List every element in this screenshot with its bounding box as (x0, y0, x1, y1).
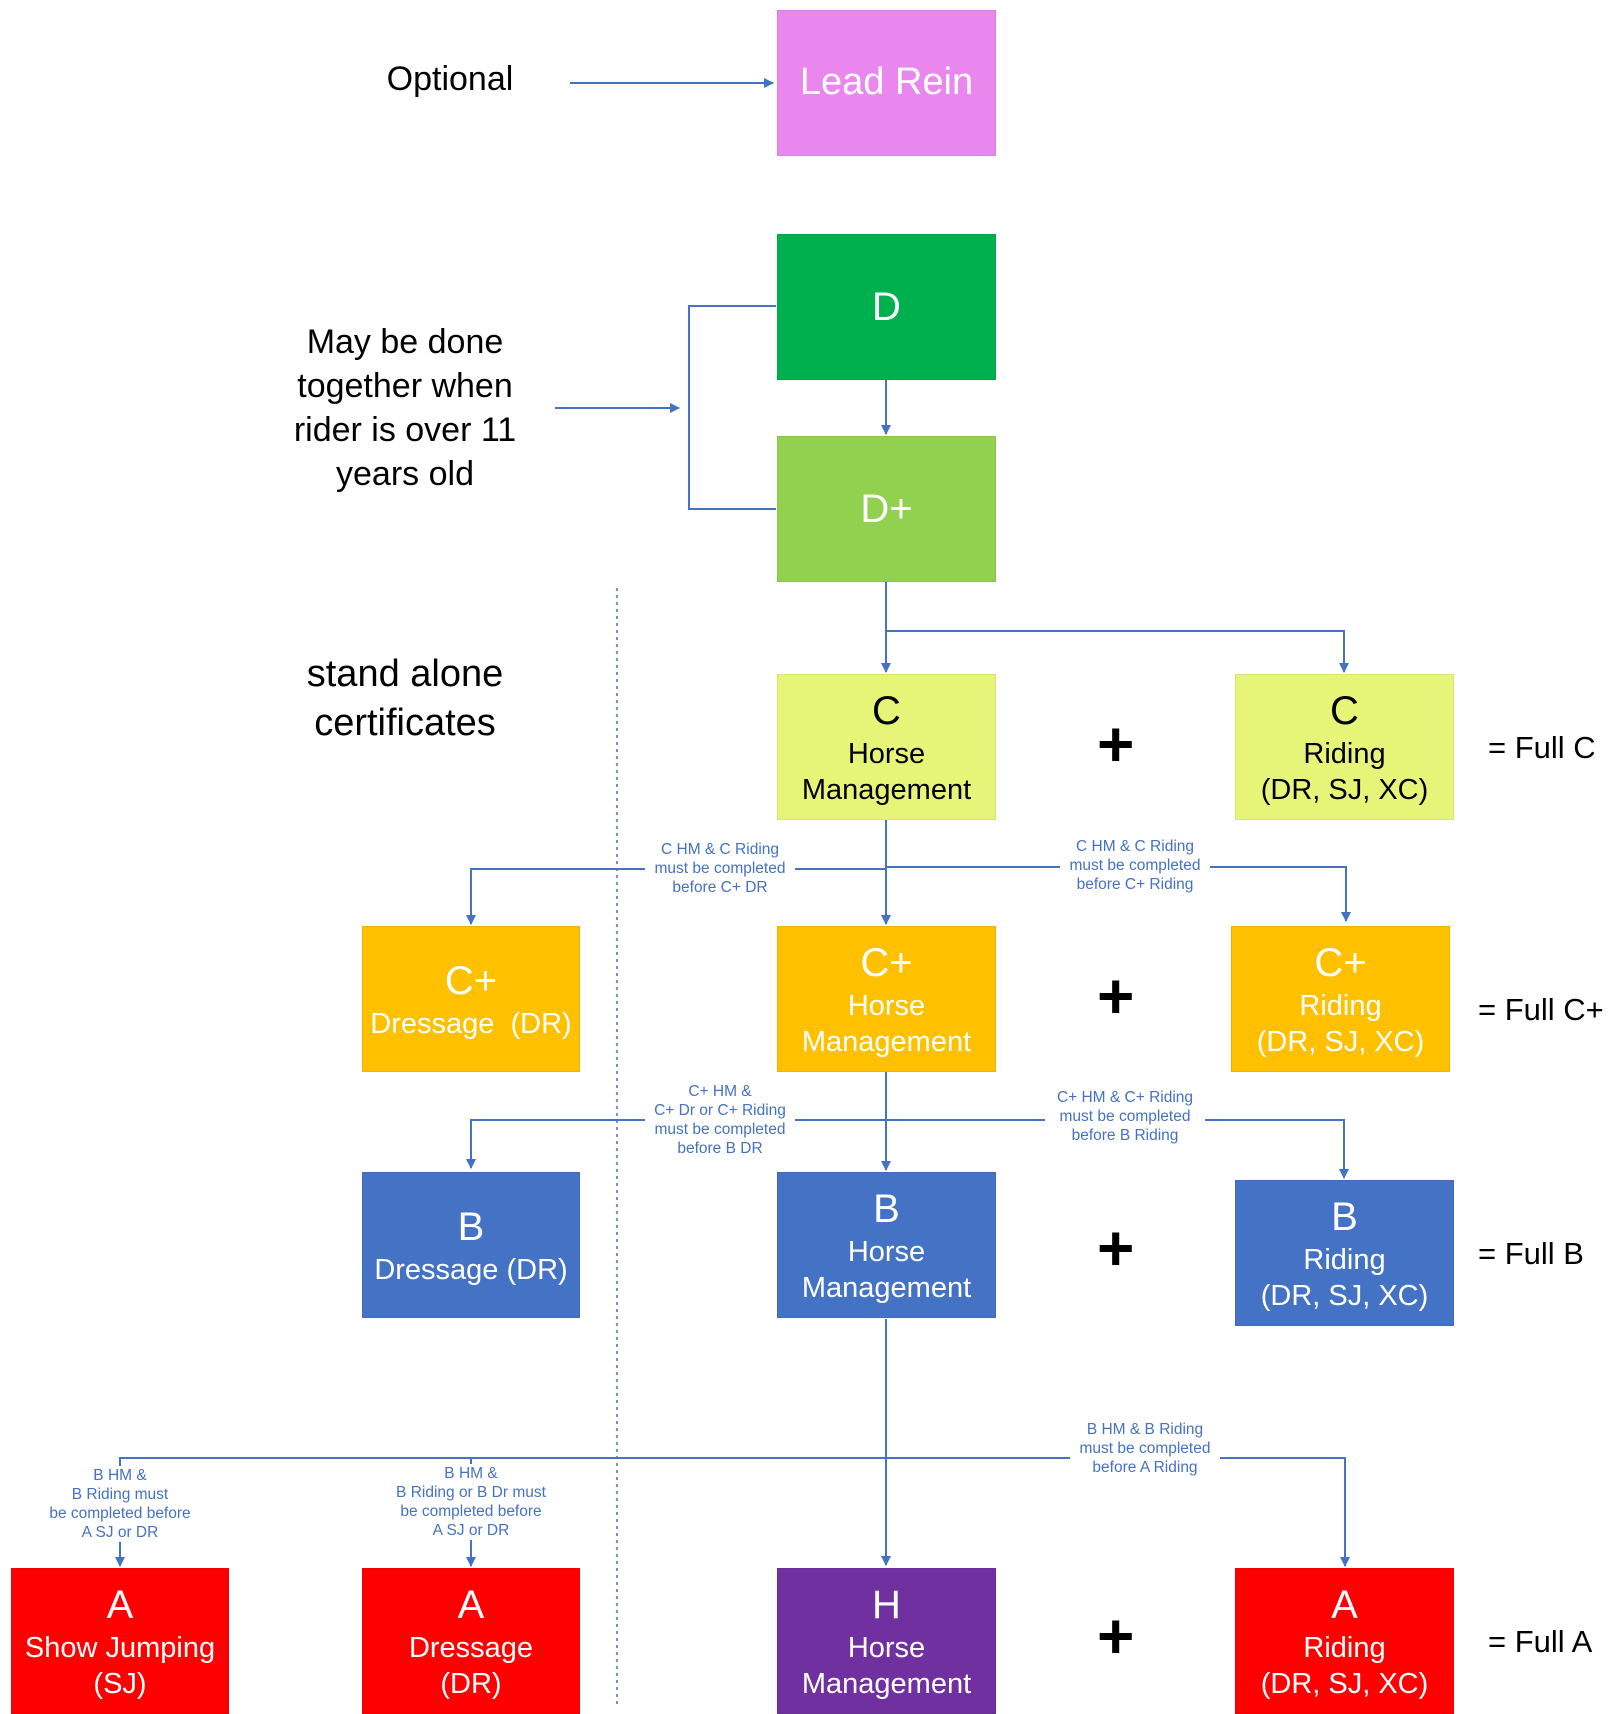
cplus-hm-grade: C+ (860, 940, 913, 985)
standalone-label: stand alone certificates (306, 653, 504, 744)
cplus-riding-line2: (DR, SJ, XC) (1256, 1026, 1425, 1058)
h-hm-line2: Management (801, 1668, 972, 1700)
a-riding-box: A Riding (DR, SJ, XC) (1235, 1568, 1454, 1714)
cplus-hm-line2: Management (801, 1026, 972, 1058)
c-riding-box: C Riding (DR, SJ, XC) (1235, 674, 1454, 820)
cplus-horse-management-box: C+ Horse Management (777, 926, 996, 1072)
c-riding-grade: C (1330, 688, 1359, 733)
b-hm-grade: B (873, 1186, 900, 1231)
a-dr-line2: (DR) (440, 1668, 502, 1700)
a-dr-line1: Dressage (408, 1631, 534, 1664)
a-dr-grade: A (457, 1582, 485, 1627)
d-box: D (777, 234, 996, 380)
a-sj-line1: Show Jumping (24, 1631, 216, 1664)
b-riding-line2: (DR, SJ, XC) (1260, 1280, 1429, 1312)
a-sj-grade: A (106, 1582, 134, 1627)
full-c-label: = Full C (1488, 730, 1596, 765)
a-riding-line1: Riding (1303, 1631, 1386, 1664)
b-riding-box: B Riding (DR, SJ, XC) (1235, 1180, 1454, 1326)
arrow-c-to-cplus-riding (886, 866, 1351, 922)
lead-rein-title: Lead Rein (799, 61, 974, 104)
h-horse-management-box: H Horse Management (777, 1568, 996, 1714)
cplus-riding-line1: Riding (1299, 989, 1382, 1022)
a-dressage-box: A Dressage (DR) (362, 1568, 580, 1714)
lead-rein-box: Lead Rein (777, 10, 996, 156)
a-riding-grade: A (1331, 1582, 1358, 1627)
optional-label: Optional (386, 60, 514, 98)
plus-sign-c: + (1097, 708, 1135, 780)
cplus-riding-box: C+ Riding (DR, SJ, XC) (1231, 926, 1450, 1072)
plus-sign-a: + (1097, 1600, 1135, 1672)
c-riding-line2: (DR, SJ, XC) (1260, 774, 1429, 806)
b-horse-management-box: B Horse Management (777, 1172, 996, 1318)
cplus-dressage-box: C+ Dressage (DR) (362, 926, 580, 1072)
c-hm-line1: Horse (847, 737, 926, 770)
h-hm-grade: H (872, 1582, 901, 1627)
full-cplus-label: = Full C+ (1478, 992, 1604, 1027)
arrow-b-to-a-riding (886, 1457, 1350, 1567)
b-hm-line1: Horse (847, 1235, 926, 1268)
cplus-riding-grade: C+ (1314, 940, 1367, 985)
bracket-d-dplus (688, 305, 776, 510)
h-hm-line1: Horse (847, 1631, 926, 1664)
b-hm-line2: Management (801, 1272, 972, 1304)
c-hm-line2: Management (801, 774, 972, 806)
a-riding-line2: (DR, SJ, XC) (1260, 1668, 1429, 1700)
cplus-dr-line1: Dressage (DR) (370, 1007, 572, 1040)
b-dressage-box: B Dressage (DR) (362, 1172, 580, 1318)
d-plus-box: D+ (777, 436, 996, 582)
cplus-hm-line1: Horse (847, 989, 926, 1022)
full-b-label: = Full B (1478, 1236, 1584, 1271)
plus-sign-b: + (1097, 1212, 1135, 1284)
full-a-label: = Full A (1488, 1624, 1593, 1659)
d-title: D (872, 285, 901, 329)
c-hm-grade: C (872, 688, 901, 733)
arrow-cplus-to-b-riding (886, 1119, 1349, 1179)
c-horse-management-box: C Horse Management (777, 674, 996, 820)
a-show-jumping-box: A Show Jumping (SJ) (11, 1568, 229, 1714)
d-plus-title: D+ (860, 487, 913, 531)
cplus-dr-grade: C+ (444, 958, 498, 1003)
c-riding-line1: Riding (1303, 737, 1386, 770)
arrow-dplus-to-c-riding (886, 630, 1349, 673)
b-dr-grade: B (457, 1204, 485, 1249)
together-label: May be done together when rider is over … (293, 323, 517, 493)
b-riding-line1: Riding (1303, 1243, 1386, 1276)
b-riding-grade: B (1331, 1194, 1358, 1239)
b-dr-line1: Dressage (DR) (374, 1253, 568, 1286)
a-sj-line2: (SJ) (93, 1668, 147, 1700)
plus-sign-cplus: + (1097, 960, 1135, 1032)
